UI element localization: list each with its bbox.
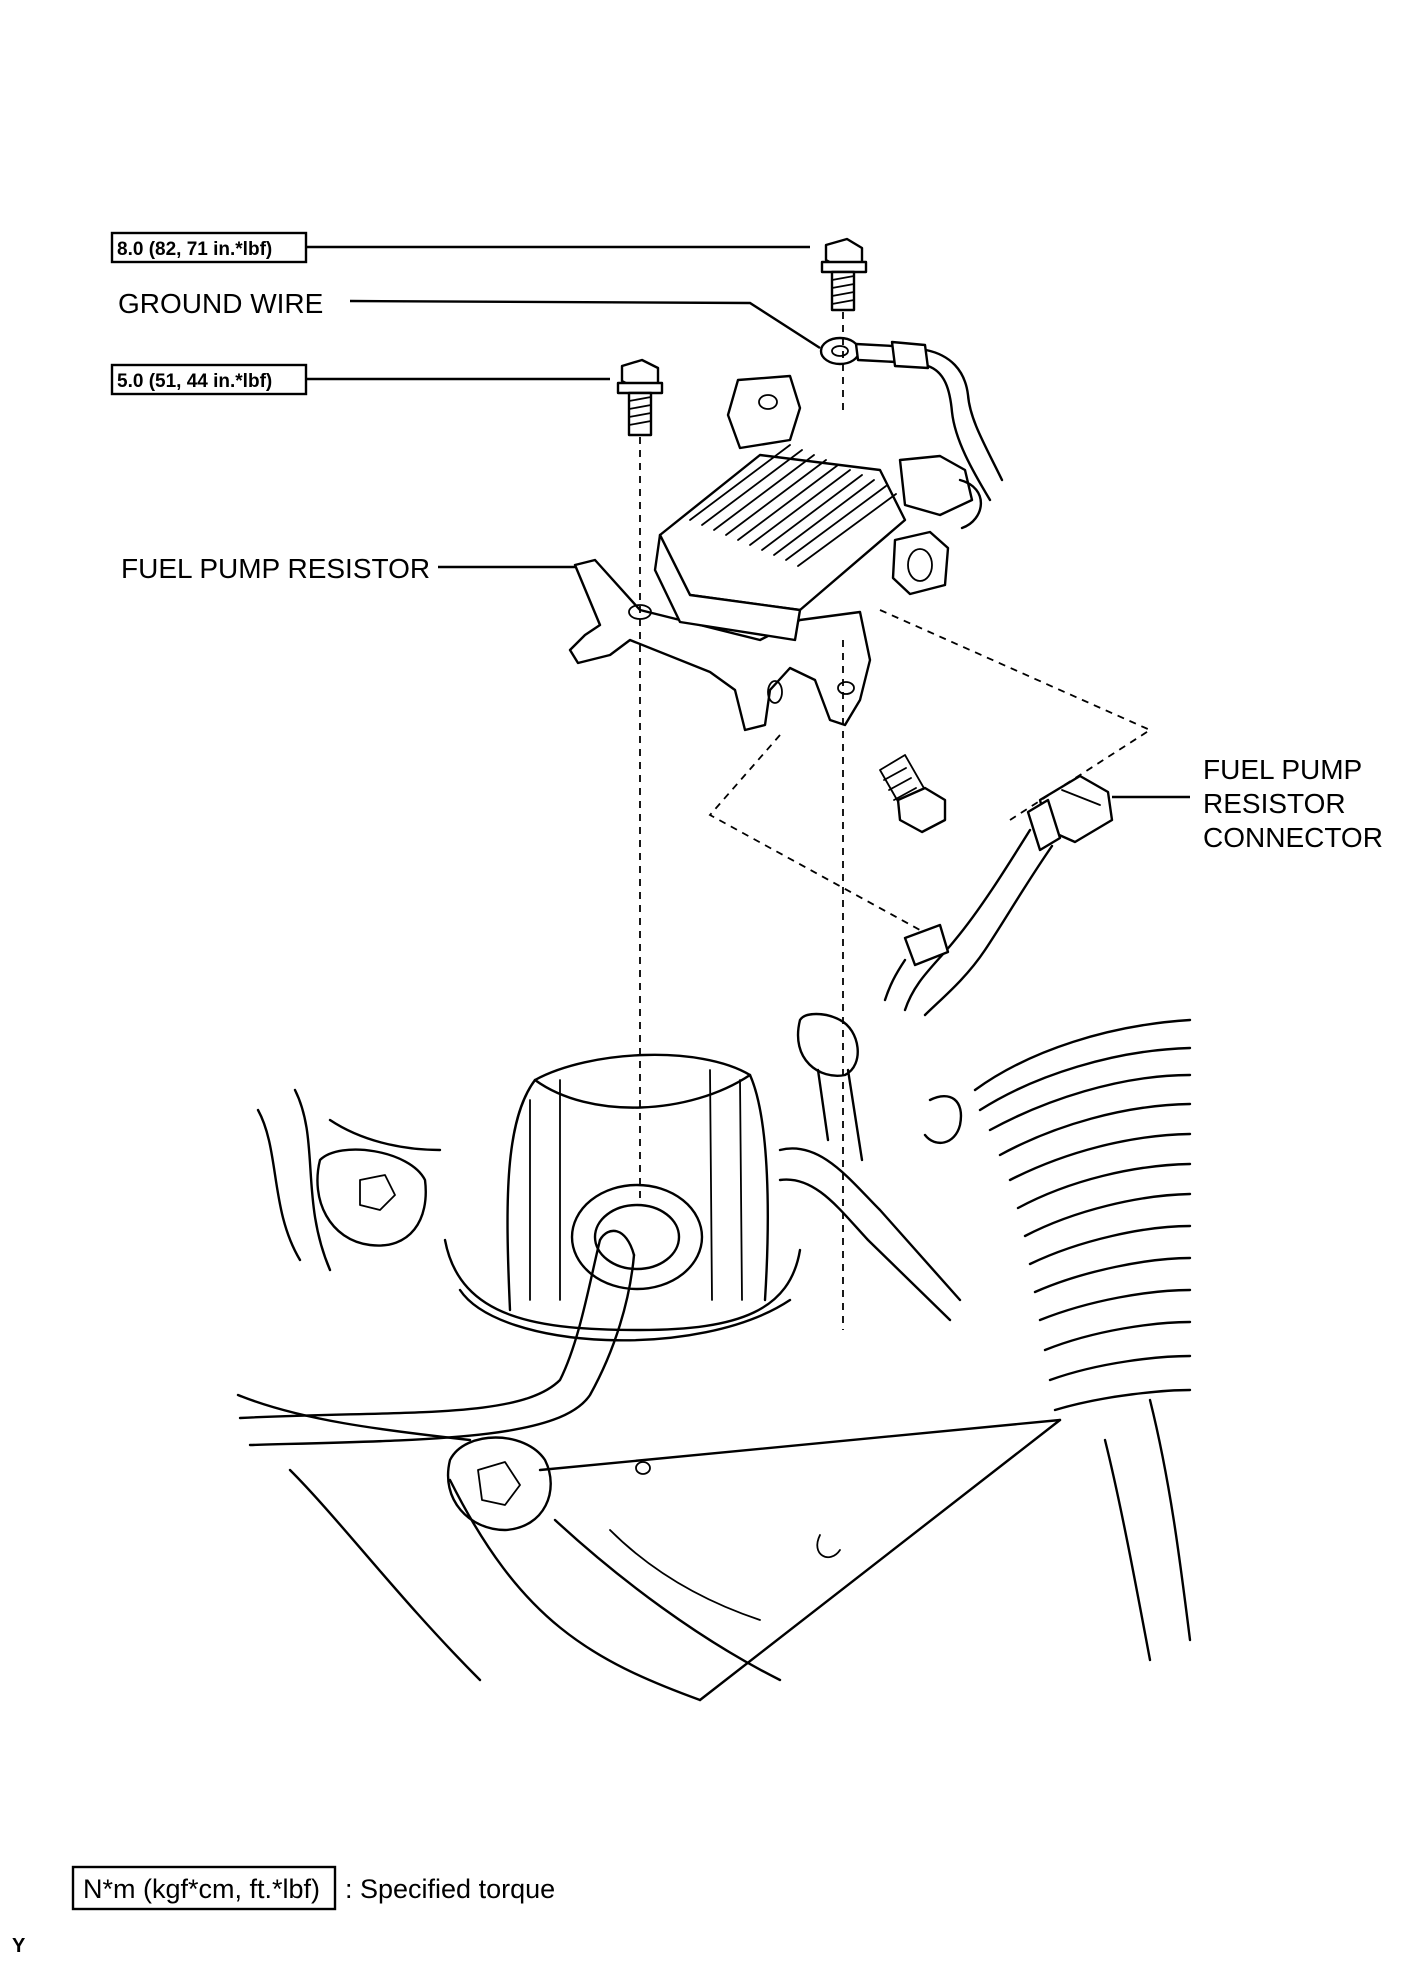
- torque-callout-upper: 8.0 (82, 71 in.*lbf): [110, 231, 810, 264]
- connector-label-line2: RESISTOR: [1203, 788, 1346, 819]
- fuel-pump-resistor-label: FUEL PUMP RESISTOR: [121, 553, 430, 584]
- ground-wire-callout: GROUND WIRE: [118, 288, 821, 350]
- fuel-pump-resistor-body: [568, 374, 983, 732]
- ground-wire-label: GROUND WIRE: [118, 288, 323, 319]
- ground-wire-harness: [819, 336, 1004, 502]
- corner-code: Y: [12, 1935, 26, 1957]
- fuel-pump-resistor-connector: [883, 774, 1114, 1017]
- bolt-upper: [820, 237, 868, 312]
- torque-value-lower: 5.0 (51, 44 in.*lbf): [117, 371, 272, 392]
- bolt-lower-left: [616, 358, 664, 437]
- connector-callout: FUEL PUMP RESISTOR CONNECTOR: [1112, 754, 1383, 853]
- connector-label-line3: CONNECTOR: [1203, 822, 1383, 853]
- bolt-bracket: [879, 754, 947, 834]
- torque-legend: N*m (kgf*cm, ft.*lbf) : Specified torque: [71, 1865, 555, 1911]
- torque-callout-lower: 5.0 (51, 44 in.*lbf): [110, 363, 610, 396]
- torque-value-upper: 8.0 (82, 71 in.*lbf): [117, 239, 272, 260]
- legend-description: : Specified torque: [345, 1874, 555, 1904]
- engine-compartment: [236, 1012, 1192, 1702]
- fuel-pump-resistor-callout: FUEL PUMP RESISTOR: [121, 553, 590, 584]
- assembly-guide-lines: [639, 312, 1152, 1330]
- connector-label-line1: FUEL PUMP: [1203, 754, 1362, 785]
- legend-box-text: N*m (kgf*cm, ft.*lbf): [83, 1874, 320, 1904]
